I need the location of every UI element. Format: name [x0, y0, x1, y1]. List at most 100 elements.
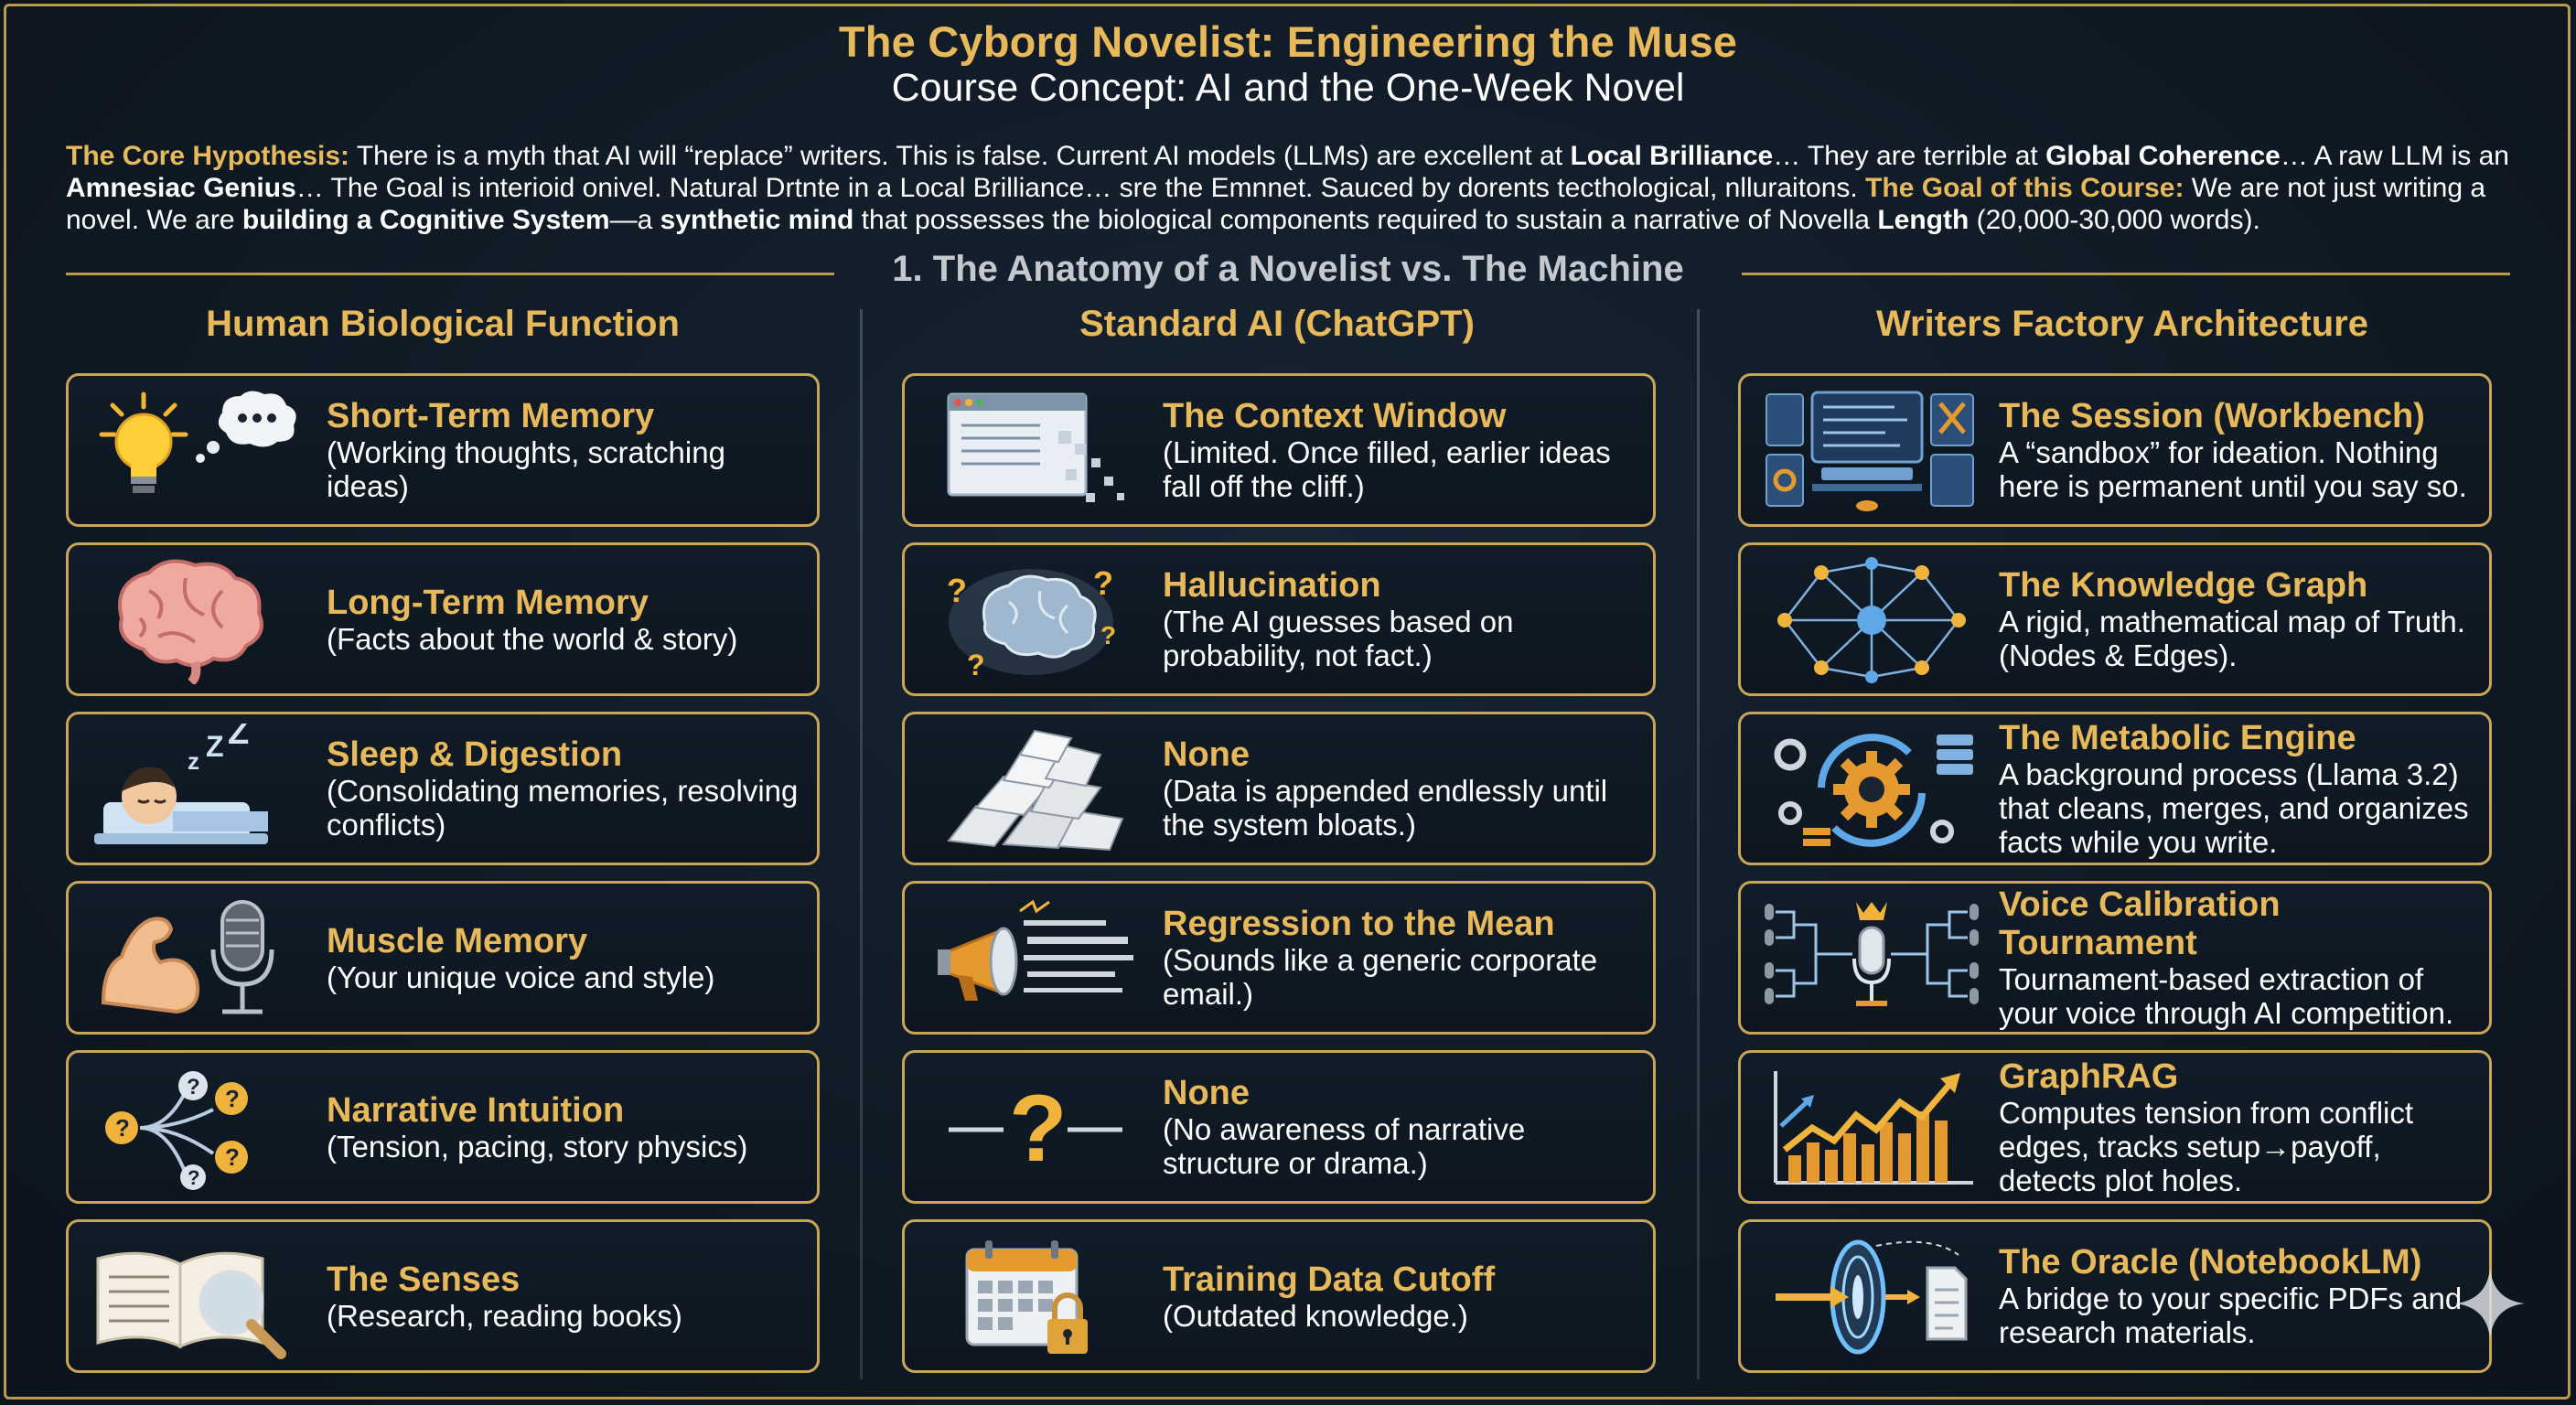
sleeping-person-icon: z Z Z	[85, 713, 314, 853]
portal-document-icon	[1757, 1231, 1986, 1361]
branching-questions-icon: ? ? ? ? ?	[85, 1062, 314, 1192]
column-heading-standard-ai: Standard AI (ChatGPT)	[1079, 304, 1475, 344]
card-description: A background process (Llama 3.2) that cl…	[1999, 756, 2469, 859]
card-title: The Senses	[327, 1260, 521, 1299]
intro-emphasis: building a Cognitive System	[242, 205, 610, 235]
goal-label: The Goal of this Course:	[1865, 173, 2184, 203]
intro-emphasis: Local Brilliance	[1570, 141, 1774, 171]
card-title: GraphRAG	[1999, 1056, 2179, 1096]
svg-text:?: ?	[225, 1085, 240, 1112]
section-title: 1. The Anatomy of a Novelist vs. The Mac…	[0, 249, 2576, 290]
column-heading-writers-factory: Writers Factory Architecture	[1876, 304, 2368, 344]
card-title: Muscle Memory	[327, 921, 588, 960]
section-rule-left	[66, 273, 834, 275]
svg-text:?: ?	[1009, 1076, 1068, 1182]
card-hallucination: ? ? ? ? Hallucination(The AI guesses bas…	[902, 542, 1656, 696]
card-none-bloat: None(Data is appended endlessly until th…	[902, 712, 1656, 865]
card-none-narrative: ? None(No awareness of narrative structu…	[902, 1050, 1656, 1204]
foggy-brain-icon: ? ? ? ?	[921, 554, 1150, 684]
svg-text:Z: Z	[206, 730, 224, 763]
page-title: The Cyborg Novelist: Engineering the Mus…	[838, 17, 1738, 66]
svg-text:?: ?	[1093, 564, 1113, 602]
gears-cycle-icon	[1757, 724, 1986, 853]
column-divider	[860, 309, 863, 1379]
intro-paragraph: The Core Hypothesis: There is a myth tha…	[66, 140, 2517, 236]
card-title: None	[1163, 735, 1250, 774]
card-sleep-digestion: z Z Z Sleep & Digestion(Consolidating me…	[66, 712, 820, 865]
locked-calendar-icon	[921, 1231, 1150, 1361]
outer-frame	[4, 4, 2571, 1400]
svg-text:?: ?	[115, 1114, 130, 1142]
card-title: Sleep & Digestion	[327, 735, 623, 774]
intro-text: … A raw LLM is an	[2280, 141, 2509, 171]
intro-text: (20,000-30,000 words).	[1969, 205, 2260, 235]
column-divider	[1697, 309, 1700, 1379]
card-description: (Consolidating memories, resolving confl…	[327, 774, 799, 842]
card-description: (Working thoughts, scratching ideas)	[327, 435, 725, 503]
svg-text:?: ?	[225, 1143, 240, 1171]
hypothesis-label: The Core Hypothesis:	[66, 141, 350, 171]
svg-text:Z: Z	[228, 724, 249, 752]
card-description: A “sandbox” for ideation. Nothing here i…	[1999, 435, 2467, 503]
card-short-term-memory: Short-Term Memory(Working thoughts, scra…	[66, 373, 820, 527]
paper-pile-icon	[921, 724, 1150, 853]
card-narrative-intuition: ? ? ? ? ? Narrative Intuition(Tension, p…	[66, 1050, 820, 1204]
card-description: (Facts about the world & story)	[327, 621, 738, 656]
intro-text: —a	[609, 205, 660, 235]
column-heading-human: Human Biological Function	[206, 304, 680, 344]
svg-text:?: ?	[1100, 621, 1116, 649]
card-the-senses: The Senses(Research, reading books)	[66, 1219, 820, 1373]
card-long-term-memory: Long-Term Memory(Facts about the world &…	[66, 542, 820, 696]
card-description: (Research, reading books)	[327, 1298, 682, 1333]
network-graph-icon	[1757, 554, 1986, 684]
card-description: (Outdated knowledge.)	[1163, 1298, 1468, 1333]
intro-text: … They are terrible at	[1773, 141, 2046, 171]
workbench-icon	[1757, 385, 1986, 515]
intro-text: that possesses the biological components…	[853, 205, 1878, 235]
card-session-workbench: The Session (Workbench)A “sandbox” for i…	[1738, 373, 2492, 527]
card-the-oracle: The Oracle (NotebookLM)A bridge to your …	[1738, 1219, 2492, 1373]
card-description: A rigid, mathematical map of Truth. (Nod…	[1999, 605, 2465, 672]
brain-icon	[85, 554, 314, 686]
crumbling-window-icon	[921, 385, 1150, 515]
card-title: None	[1163, 1074, 1250, 1112]
card-description: (Tension, pacing, story physics)	[327, 1129, 748, 1164]
intro-emphasis: Global Coherence	[2045, 141, 2281, 171]
intro-emphasis: synthetic mind	[660, 205, 854, 235]
rising-chart-icon	[1757, 1062, 1986, 1192]
intro-text: There is a myth that AI will “replace” w…	[349, 141, 1571, 171]
card-description: Computes tension from conflict edges, tr…	[1999, 1095, 2414, 1197]
lightbulb-thought-icon	[85, 385, 314, 515]
card-training-data-cutoff: Training Data Cutoff(Outdated knowledge.…	[902, 1219, 1656, 1373]
intro-text: … The Goal is interioid onivel. Natural …	[295, 173, 1866, 203]
section-title-text: 1. The Anatomy of a Novelist vs. The Mac…	[892, 249, 1684, 289]
card-title: Short-Term Memory	[327, 397, 655, 435]
intro-emphasis: Length	[1877, 205, 1970, 235]
svg-text:?: ?	[947, 572, 967, 609]
card-title: The Metabolic Engine	[1999, 718, 2356, 757]
card-regression-to-mean: Regression to the Mean(Sounds like a gen…	[902, 881, 1656, 1035]
muscle-microphone-icon	[85, 893, 314, 1023]
card-description: (Your unique voice and style)	[327, 960, 715, 994]
page-subtitle: Course Concept: AI and the One-Week Nove…	[891, 66, 1685, 110]
card-description: (Data is appended endlessly until the sy…	[1163, 774, 1608, 842]
card-description: Tournament-based extraction of your voic…	[1999, 962, 2454, 1030]
card-title: Regression to the Mean	[1163, 905, 1555, 943]
card-description: (No awareness of narrative structure or …	[1163, 1112, 1526, 1180]
megaphone-icon	[921, 893, 1150, 1023]
sparkle-icon	[2455, 1269, 2525, 1338]
svg-text:z: z	[188, 747, 199, 775]
svg-text:?: ?	[188, 1166, 199, 1189]
section-rule-right	[1742, 273, 2510, 275]
card-description: (The AI guesses based on probability, no…	[1163, 605, 1514, 672]
card-description: (Sounds like a generic corporate email.)	[1163, 943, 1598, 1011]
card-title: Training Data Cutoff	[1163, 1260, 1496, 1299]
card-muscle-memory: Muscle Memory(Your unique voice and styl…	[66, 881, 820, 1035]
intro-text: We are not just writing a novel. We are	[66, 173, 2486, 235]
card-title: The Knowledge Graph	[1999, 566, 2368, 605]
card-title: Narrative Intuition	[327, 1090, 625, 1130]
intro-emphasis: Amnesiac Genius	[66, 173, 296, 203]
